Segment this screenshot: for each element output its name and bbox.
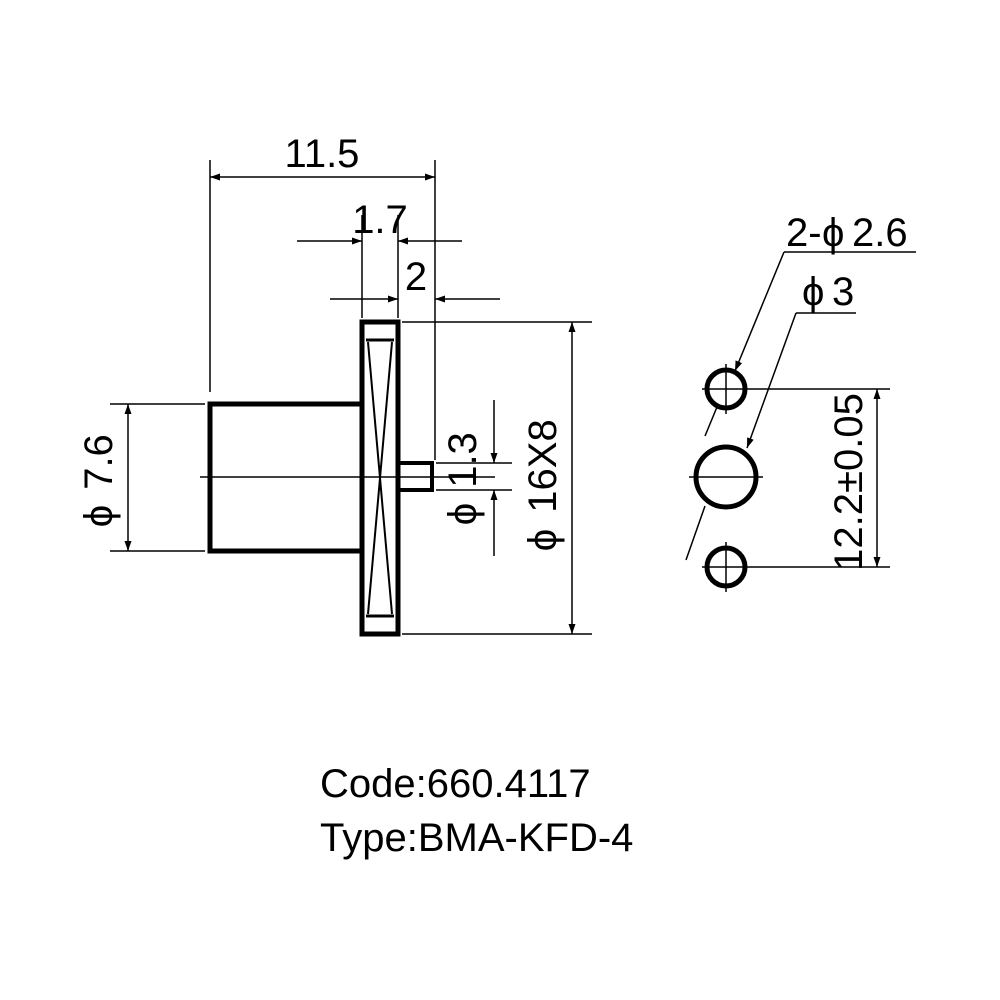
dim-overall-length: 11.5 (285, 132, 360, 176)
extension-lines (110, 160, 592, 635)
front-view (689, 364, 890, 592)
dim-pin-length: 2 (405, 255, 427, 299)
diameter-symbol: ϕ (521, 529, 565, 551)
diameter-symbol: ϕ (822, 211, 844, 255)
product-code: Code:660.4117 (320, 762, 591, 806)
dim-mount-hole-count: 2- (786, 211, 822, 255)
diameter-symbol: ϕ (441, 503, 485, 525)
dim-mount-hole-diameter: 2.6 (852, 211, 908, 255)
diameter-symbol: ϕ (802, 270, 824, 314)
product-type: Type:BMA-KFD-4 (320, 816, 634, 860)
dim-pin-diameter: 1.3 (441, 432, 485, 488)
side-view (200, 319, 495, 637)
dimension-lines (124, 173, 576, 634)
dim-center-hole-diameter: 3 (832, 270, 854, 314)
diameter-symbol: ϕ (77, 505, 121, 527)
dim-flange-thickness: 1.7 (352, 198, 408, 242)
front-view-dimensions (685, 251, 916, 567)
dim-flange-size: 16X8 (521, 419, 565, 512)
dim-hole-spacing: 12.2±0.05 (827, 393, 871, 571)
dim-body-diameter: 7.6 (77, 434, 121, 490)
